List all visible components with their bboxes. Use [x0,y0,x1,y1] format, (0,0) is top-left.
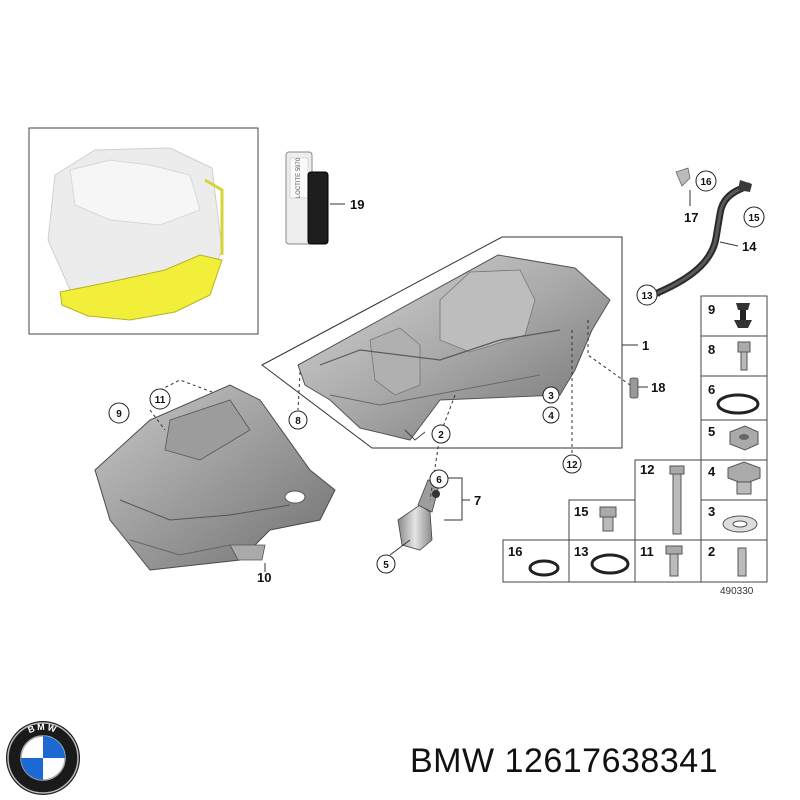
oil-pan-frame [261,236,623,449]
part-label-19: 19 [350,197,364,212]
bmw-logo: BMW [6,721,80,795]
diagram-id: 490330 [720,586,754,597]
part-label-18: 18 [651,380,665,395]
grid-label-11: 11 [640,544,654,559]
svg-text:BMW: BMW [26,722,59,735]
hardware-items [528,303,761,577]
oil-pan [297,254,611,441]
engine-inset [28,127,259,335]
callout-2: 2 [438,430,444,441]
part-label-10: 10 [257,570,271,585]
circled-callouts [108,170,765,574]
grid-label-5: 5 [708,424,715,439]
grid-label-15: 15 [574,504,588,519]
callout-4: 4 [548,411,554,422]
oil-pan-highlight [59,254,223,321]
svg-text:LOCTITE 5970: LOCTITE 5970 [296,157,302,198]
callout-16: 16 [700,177,712,188]
part-labels: 19 17 14 1 18 7 10 [257,197,757,585]
callout-numbers: 16 15 13 3 4 8 2 12 6 5 11 9 [116,177,760,571]
grid-label-2: 2 [708,544,715,559]
temp-sensor [629,377,639,399]
grid-label-8: 8 [708,342,715,357]
grid-label-9: 9 [708,302,715,317]
callout-9: 9 [116,409,122,420]
callout-11: 11 [155,395,166,406]
grid-label-13: 13 [574,544,588,559]
callout-12: 12 [566,460,578,471]
grid-label-6: 6 [708,382,715,397]
grid-label-12: 12 [640,462,654,477]
grid-cell-labels: 9 8 6 5 4 3 2 12 15 13 11 16 [508,302,716,559]
brand-name: BMW [410,742,495,780]
callout-8: 8 [295,416,301,427]
dipstick-guide-tube [646,167,752,300]
callout-6: 6 [436,475,442,486]
callout-5: 5 [383,560,389,571]
grid-label-4: 4 [708,464,716,479]
grid-label-16: 16 [508,544,522,559]
part-label-17: 17 [684,210,698,225]
part-label-7: 7 [474,493,481,508]
sealant-cartridge: LOCTITE 5970 [285,151,329,245]
callout-3: 3 [548,391,554,402]
part-number: 12617638341 [504,742,719,780]
grid-label-3: 3 [708,504,715,519]
callout-13: 13 [641,291,653,302]
underbody-shield [94,384,336,571]
part-label-14: 14 [742,239,757,254]
part-label-1: 1 [642,338,649,353]
callout-15: 15 [748,213,760,224]
oil-level-sensor [397,479,441,551]
brand-part-number: BMW 12617638341 [410,742,718,781]
